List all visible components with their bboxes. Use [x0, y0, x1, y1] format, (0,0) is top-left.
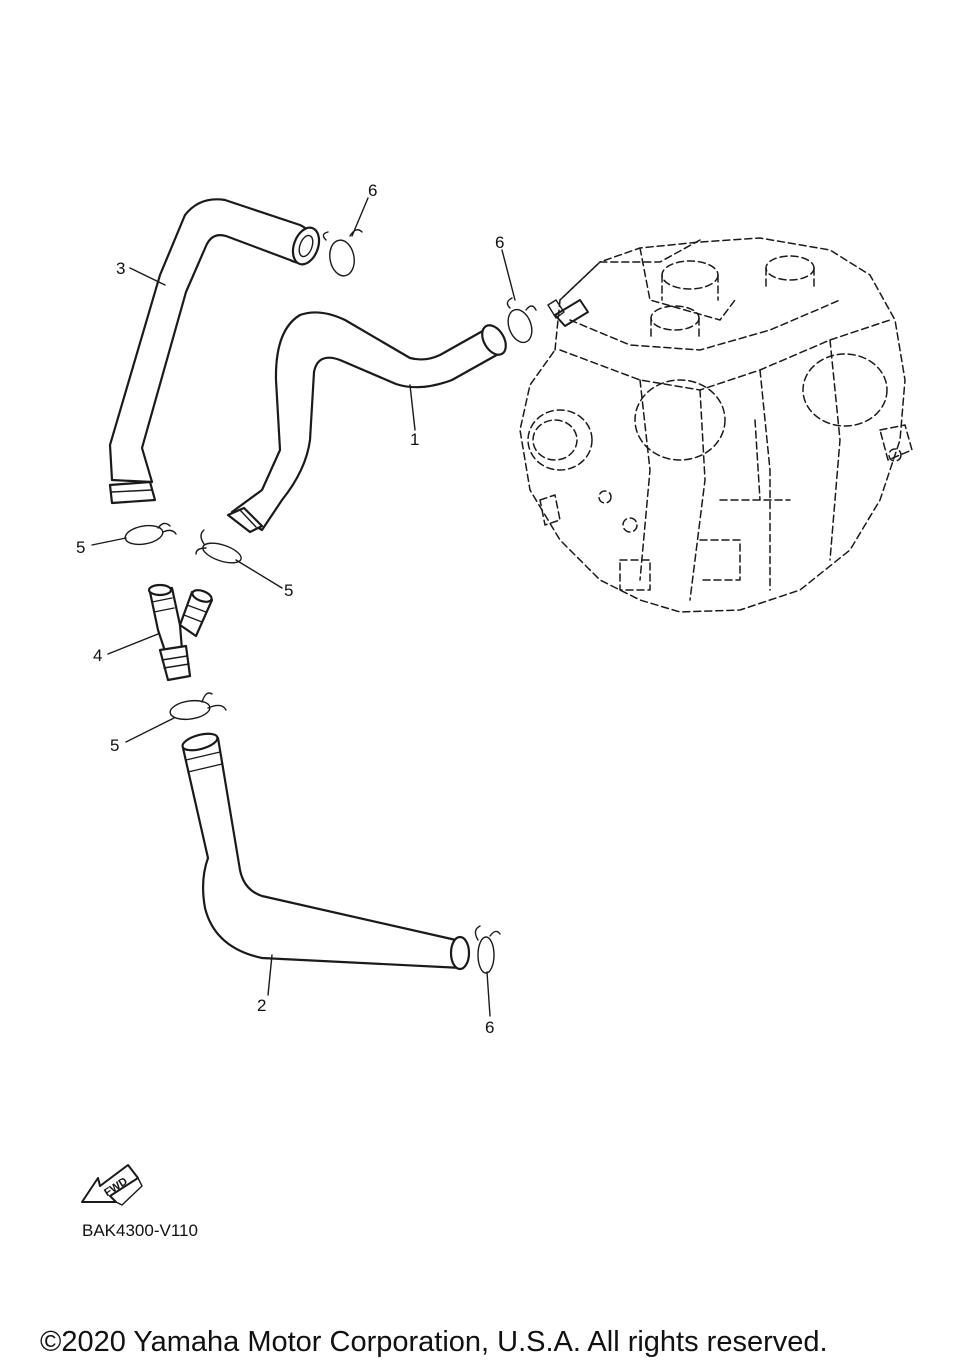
callout-6-bottom: 6 — [485, 1018, 494, 1037]
leader-lines — [91, 197, 516, 1017]
copyright-notice: ©2020 Yamaha Motor Corporation, U.S.A. A… — [40, 1326, 828, 1358]
callout-4: 4 — [93, 646, 102, 665]
callout-6-right: 6 — [495, 233, 504, 252]
clamp-5-upper-left — [124, 522, 177, 546]
hose-2 — [181, 732, 471, 971]
y-joint-4 — [147, 583, 214, 682]
clamp-6-right — [506, 297, 537, 344]
fwd-arrow-icon: FWD — [81, 1164, 143, 1206]
fwd-label: FWD — [102, 1175, 130, 1199]
clamp-5-lower — [169, 692, 227, 721]
callout-2: 2 — [257, 996, 266, 1015]
clamp-6-bottom — [474, 925, 501, 974]
callout-5-lower: 5 — [110, 736, 119, 755]
callout-3: 3 — [116, 259, 125, 278]
callout-5-right: 5 — [284, 581, 293, 600]
cylinder-head-outline — [519, 237, 913, 613]
clamp-6-top — [322, 229, 363, 277]
clamp-5-upper-right — [195, 529, 242, 564]
callout-1: 1 — [410, 430, 419, 449]
callout-5-left: 5 — [76, 538, 85, 557]
diagram-code: BAK4300-V110 — [82, 1221, 198, 1240]
callout-6-top: 6 — [368, 181, 377, 200]
hose-3 — [108, 198, 321, 505]
hose-1 — [226, 311, 507, 534]
